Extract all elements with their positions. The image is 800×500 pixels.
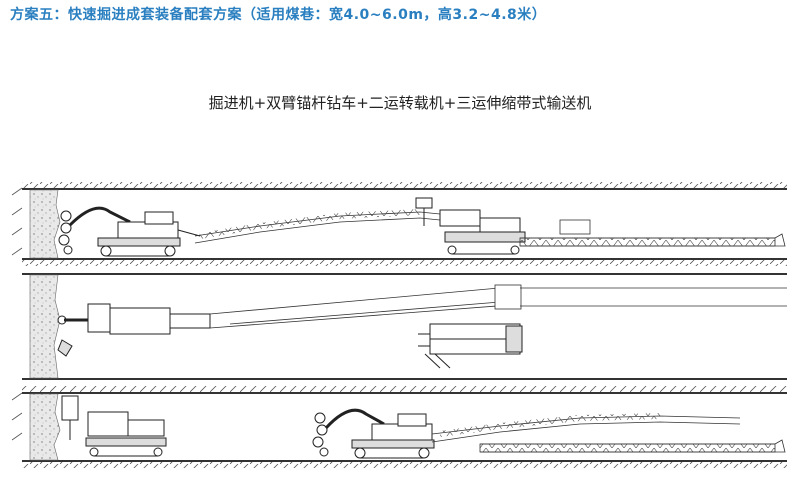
belt-conveyor [519,219,786,247]
roadheader-advanced [312,408,435,459]
tunnel-side-view-advanced [11,386,787,468]
bolter-plan [418,323,523,369]
bridge-conveyor-plan [209,284,522,329]
bridge-conveyor [194,209,461,244]
roadheader [58,206,201,257]
tunnel-plan-view [22,273,787,380]
page-title: 方案五：快速掘进成套装备配套方案（适用煤巷：宽4.0~6.0m，高3.2~4.8… [10,7,547,23]
tunnel-side-view [11,182,787,266]
bridge-and-belt-conveyor-advanced [431,413,786,453]
diagram-caption: 掘进机+双臂锚杆钻车+二运转载机+三运伸缩带式输送机 [208,94,592,112]
belt-conveyor-plan [520,287,787,307]
bolter-drill-rig [415,197,526,255]
roadheader-plan [57,303,211,357]
bolter-drill-rig-front [61,395,167,457]
